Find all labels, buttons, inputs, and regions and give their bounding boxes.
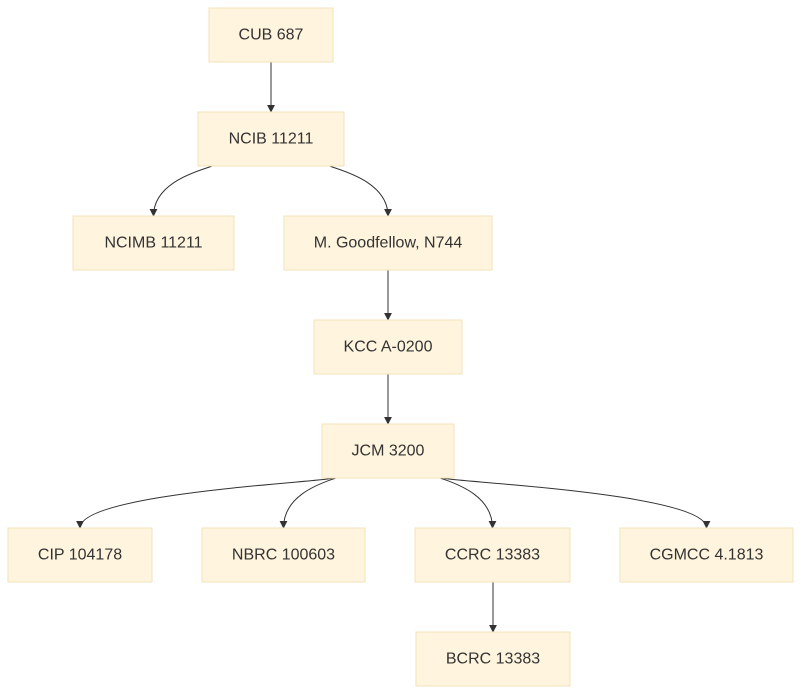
node-box: [321, 423, 455, 479]
node-label: NBRC 100603: [232, 547, 335, 564]
node-cip104178: CIP 104178: [7, 527, 153, 583]
node-bcrc13383: BCRC 13383: [415, 631, 571, 687]
node-box: [313, 319, 463, 375]
node-label: BCRC 13383: [446, 651, 540, 668]
node-label: JCM 3200: [352, 443, 425, 460]
edge-jcm3200-to-ccrc13383: [440, 477, 497, 529]
edge-ncib11211-to-goodfellow: [329, 165, 392, 217]
node-ncib11211: NCIB 11211: [197, 111, 345, 167]
node-kcc: KCC A-0200: [313, 319, 463, 375]
node-box: [415, 631, 571, 687]
edge-jcm3200-to-nbrc100603: [279, 477, 336, 529]
edge-ncib11211-to-ncimb11211: [149, 165, 213, 217]
node-label: CCRC 13383: [445, 547, 540, 564]
node-label: KCC A-0200: [344, 339, 433, 356]
node-box: [72, 215, 235, 271]
node-cgmcc: CGMCC 4.1813: [619, 527, 794, 583]
node-box: [283, 215, 493, 271]
node-label: NCIB 11211: [229, 131, 314, 148]
node-box: [201, 527, 366, 583]
node-jcm3200: JCM 3200: [321, 423, 455, 479]
node-label: NCIMB 11211: [104, 235, 202, 252]
node-box: [619, 527, 794, 583]
node-label: CIP 104178: [38, 547, 122, 564]
node-cub687: CUB 687: [208, 7, 334, 63]
node-label: CGMCC 4.1813: [650, 547, 764, 564]
edges: [76, 62, 711, 633]
node-label: M. Goodfellow, N744: [314, 235, 463, 252]
node-box: [197, 111, 345, 167]
node-ncimb11211: NCIMB 11211: [72, 215, 235, 271]
node-box: [414, 527, 571, 583]
node-label: CUB 687: [239, 27, 304, 44]
node-nbrc100603: NBRC 100603: [201, 527, 366, 583]
node-ccrc13383: CCRC 13383: [414, 527, 571, 583]
edge-jcm3200-to-cgmcc: [441, 477, 711, 529]
node-box: [208, 7, 334, 63]
edge-jcm3200-to-cip104178: [76, 477, 335, 529]
node-box: [7, 527, 153, 583]
node-goodfellow: M. Goodfellow, N744: [283, 215, 493, 271]
